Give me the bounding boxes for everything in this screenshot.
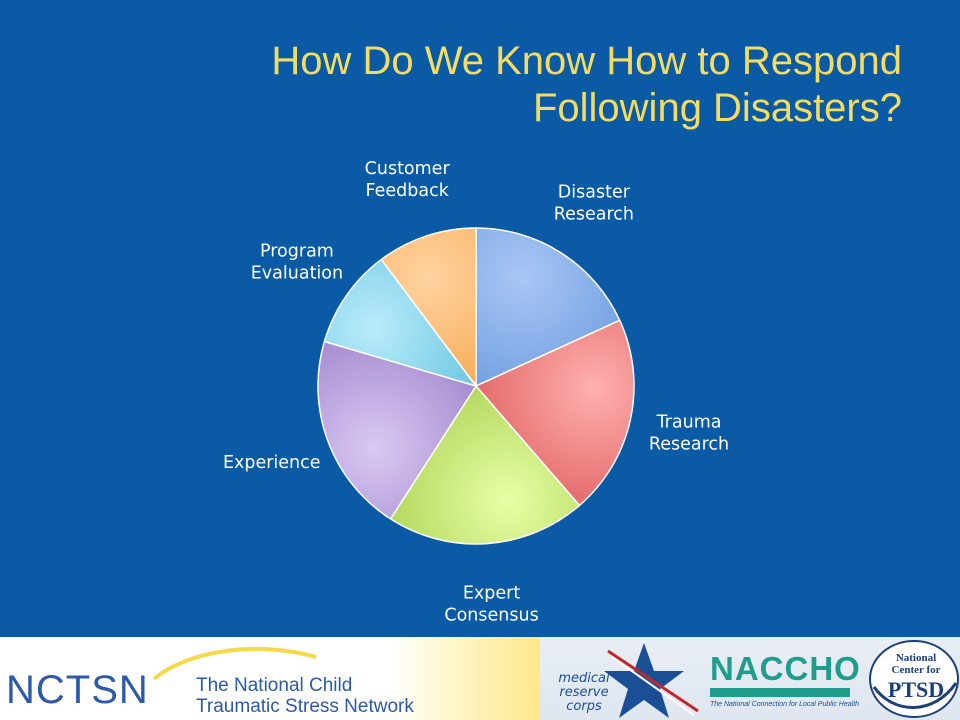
pie-slice-4 — [323, 258, 478, 388]
naccho-logo: NACCHO — [710, 650, 861, 687]
pie-label-5-line2: Feedback — [365, 181, 449, 201]
pie-label-2-line1: Expert — [463, 583, 520, 603]
ptsd-line2: Center for — [891, 664, 941, 676]
slide-title-line1: How Do We Know How to Respond — [271, 39, 902, 83]
pie-label-4-line1: Program — [260, 242, 334, 262]
pie-slice-2 — [389, 384, 581, 545]
pie-label-1-line1: Trauma — [656, 412, 722, 432]
ptsd-logo: PTSD — [887, 677, 945, 702]
slide-title-line2: Following Disasters? — [532, 86, 902, 130]
nctsn-swoosh-icon — [152, 646, 317, 681]
medical-reserve-corps-logo: medical reserve corps — [552, 672, 616, 714]
pie-label-5-line1: Customer — [365, 159, 451, 179]
pie-label-3: Experience — [223, 453, 321, 473]
pie-label-3-line1: Experience — [223, 453, 321, 473]
pie-slice-3 — [317, 340, 478, 520]
footer-logo-bar: NCTSN The National Child Traumatic Stres… — [0, 637, 960, 720]
pie-slice-0 — [475, 227, 621, 388]
nctsn-name-line1: The National Child — [196, 675, 353, 696]
nctsn-name-line2: Traumatic Stress Network — [196, 696, 414, 717]
pie-slice-1 — [474, 319, 635, 507]
pie-label-4-line2: Evaluation — [251, 264, 343, 284]
medical-reserve-corps-star-icon — [604, 643, 699, 718]
pie-label-0-line1: Disaster — [558, 183, 631, 203]
pie-label-2-line2: Consensus — [444, 605, 538, 625]
ptsd-line1: National — [895, 652, 937, 664]
naccho-rule — [710, 688, 850, 697]
pie-label-1-line2: Research — [649, 434, 729, 454]
slide-title: How Do We Know How to Respond Following … — [142, 38, 902, 132]
pie-slice-5 — [380, 227, 477, 389]
ptsd-seal-icon — [869, 640, 959, 718]
mrc-line2: reserve — [559, 685, 609, 700]
naccho-tagline: The National Connection for Local Public… — [710, 701, 860, 708]
nctsn-logo: NCTSN — [6, 668, 149, 712]
mrc-line3: corps — [566, 699, 602, 714]
nctsn-name: The National Child Traumatic Stress Netw… — [196, 675, 414, 717]
mrc-line1: medical — [558, 671, 610, 686]
pie-label-0-line2: Research — [554, 205, 634, 225]
pie-slices — [317, 227, 635, 545]
